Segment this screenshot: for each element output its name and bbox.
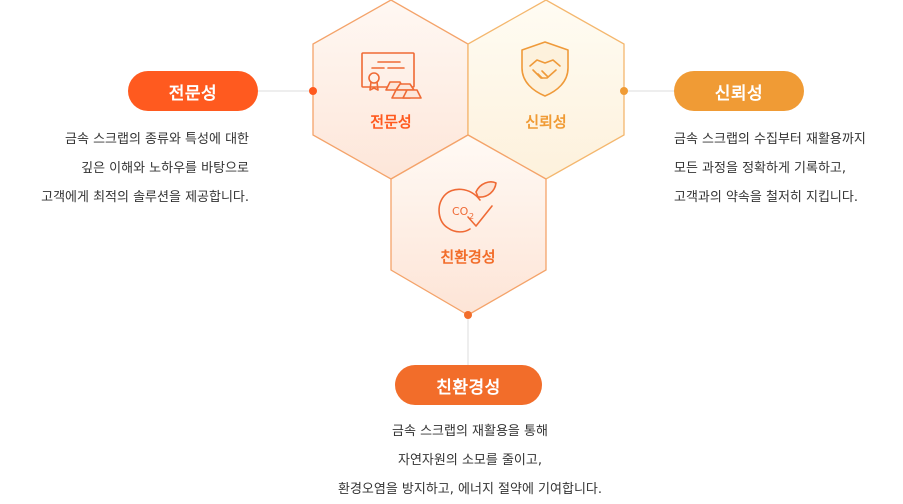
eco-pill: 친환경성 <box>395 365 542 405</box>
description-line: 금속 스크랩의 수집부터 재활용까지 <box>674 132 866 147</box>
hex-label-eco: 친환경성 <box>440 248 495 266</box>
description-line: 고객에게 최적의 솔루션을 제공합니다. <box>41 190 249 205</box>
co2-leaf-check-icon <box>438 181 497 233</box>
eco-description: 금속 스크랩의 재활용을 통해 자연자원의 소모를 줄이고, 환경오염을 방지하… <box>270 417 670 504</box>
expertise-pill: 전문성 <box>128 71 258 111</box>
description-line: 고객과의 약속을 철저히 지킵니다. <box>674 190 858 205</box>
connector-dot-trust <box>620 87 628 95</box>
handshake-shield-icon <box>521 41 569 97</box>
connector-dot-eco <box>464 311 472 319</box>
hex-label-expertise: 전문성 <box>370 113 411 131</box>
description-line: 금속 스크랩의 재활용을 통해 <box>392 424 548 439</box>
trust-pill: 신뢰성 <box>674 71 804 111</box>
description-line: 금속 스크랩의 종류와 특성에 대한 <box>65 132 249 147</box>
co2-text: CO <box>452 205 469 218</box>
certificate-gold-bars-icon <box>361 52 422 99</box>
trust-description: 금속 스크랩의 수집부터 재활용까지 모든 과정을 정확하게 기록하고, 고객과… <box>674 125 866 212</box>
hex-label-trust: 신뢰성 <box>525 113 566 131</box>
co2-subscript: 2 <box>469 212 474 221</box>
description-line: 환경오염을 방지하고, 에너지 절약에 기여합니다. <box>338 482 602 497</box>
description-line: 깊은 이해와 노하우를 바탕으로 <box>81 161 249 176</box>
description-line: 자연자원의 소모를 줄이고, <box>398 453 542 468</box>
connector-dot-expertise <box>309 87 317 95</box>
expertise-description: 금속 스크랩의 종류와 특성에 대한 깊은 이해와 노하우를 바탕으로 고객에게… <box>41 125 249 212</box>
description-line: 모든 과정을 정확하게 기록하고, <box>674 161 847 176</box>
